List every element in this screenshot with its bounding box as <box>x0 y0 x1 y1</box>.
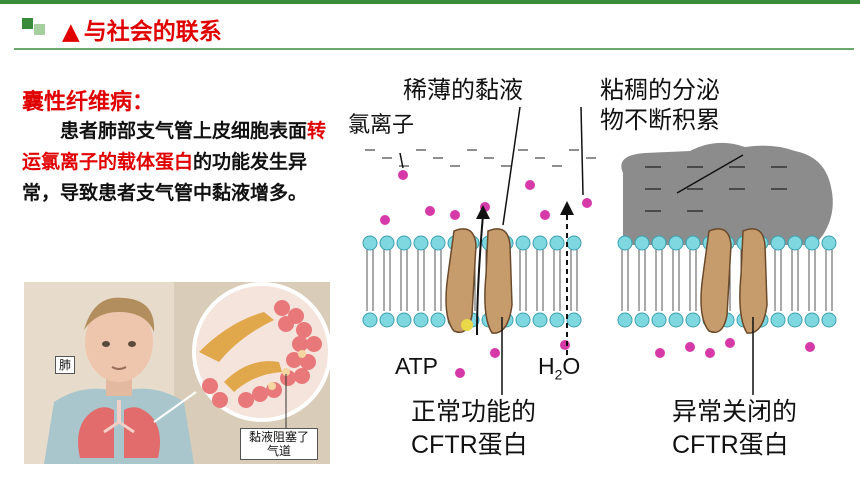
arrow-head <box>560 201 574 215</box>
title-text: 与社会的联系 <box>83 19 222 45</box>
right-membrane-head <box>770 235 786 251</box>
left-membrane-head <box>532 312 548 328</box>
left-membrane-head <box>379 235 395 251</box>
triangle-icon: ▲ <box>62 19 80 45</box>
right-membrane-head <box>821 235 837 251</box>
chloride-ion <box>540 210 550 220</box>
left-membrane-head <box>532 235 548 251</box>
description-paragraph: 患者肺部支气管上皮细胞表面转运氯离子的载体蛋白的功能发生异常，导致患者支气管中黏… <box>22 116 332 209</box>
right-membrane-head <box>804 312 820 328</box>
arrow-head <box>476 205 490 219</box>
left-membrane-head <box>413 312 429 328</box>
right-membrane-head <box>770 312 786 328</box>
chloride-ion <box>380 215 390 225</box>
right-membrane-head <box>804 235 820 251</box>
chloride-ion <box>490 348 500 358</box>
atp-dot <box>461 319 473 331</box>
para-text-a: 患者肺部支气管上皮细胞表面 <box>60 120 308 142</box>
right-membrane-head <box>617 235 633 251</box>
chloride-ion <box>655 348 665 358</box>
top-bar <box>0 0 860 4</box>
left-membrane-head <box>396 235 412 251</box>
left-membrane-head <box>396 312 412 328</box>
abnormal-cftr-line2: CFTR蛋白 <box>672 431 789 459</box>
right-membrane-head <box>821 312 837 328</box>
slide-title: ▲与社会的联系 <box>62 12 222 46</box>
left-membrane-head <box>379 312 395 328</box>
left-membrane-head <box>430 235 446 251</box>
secretion-label-line1: 粘稠的分泌 <box>600 76 720 104</box>
chloride-pointer <box>399 152 404 169</box>
para-text-c: 的功能发生异常，导致患者支气管中黏液增多。 <box>22 151 308 204</box>
chloride-label: 氯离子 <box>348 113 415 138</box>
right-membrane-head <box>685 312 701 328</box>
right-membrane-head <box>787 235 803 251</box>
left-membrane-head <box>566 312 582 328</box>
chloride-ion <box>525 180 535 190</box>
chloride-ion <box>455 368 465 378</box>
abnormal-cftr-line1: 异常关闭的 <box>672 397 798 426</box>
left-membrane-head <box>566 235 582 251</box>
left-membrane-head <box>515 312 531 328</box>
left-membrane-head <box>515 235 531 251</box>
left-membrane-head <box>362 235 378 251</box>
lung-label: 肺 <box>55 356 76 374</box>
chloride-ion <box>725 338 735 348</box>
light-green-square-icon <box>34 24 45 35</box>
normal-cftr-line1: 正常功能的 <box>411 397 537 426</box>
thin-mucus-label: 稀薄的黏液 <box>403 76 523 104</box>
chloride-ion <box>805 342 815 352</box>
chloride-ion <box>582 198 592 208</box>
thin-mucus-pointer <box>502 106 521 226</box>
abnormal-cftr-protein <box>700 228 732 333</box>
right-membrane-head <box>668 235 684 251</box>
secretion-label-line2: 物不断积累 <box>600 106 720 134</box>
right-membrane-head <box>634 235 650 251</box>
left-membrane-head <box>430 312 446 328</box>
right-membrane-head <box>685 235 701 251</box>
normal-cftr-protein <box>484 228 513 334</box>
left-membrane-head <box>413 235 429 251</box>
left-membrane-head <box>362 312 378 328</box>
title-divider <box>14 48 854 50</box>
atp-label: ATP <box>395 353 439 379</box>
mucus-label: 黏液阻塞了气道 <box>240 428 318 460</box>
h2o-label: H2O <box>538 353 581 383</box>
ion-transport-arrow <box>476 214 484 336</box>
right-membrane-head <box>668 312 684 328</box>
chloride-ion <box>425 206 435 216</box>
disease-heading: 囊性纤维病： <box>22 90 155 115</box>
normal-cftr-line2: CFTR蛋白 <box>411 431 528 459</box>
cftr-membrane-diagram <box>362 106 837 395</box>
chloride-ion <box>560 340 570 350</box>
left-membrane-head <box>549 235 565 251</box>
chloride-ion <box>398 170 408 180</box>
chloride-ion <box>450 210 460 220</box>
right-membrane-head <box>617 312 633 328</box>
para-highlight: 转运氯离子的载体蛋白 <box>22 120 327 173</box>
chloride-ion <box>685 342 695 352</box>
right-membrane-head <box>651 235 667 251</box>
chloride-ion <box>705 348 715 358</box>
left-membrane-head <box>549 312 565 328</box>
right-membrane-head <box>634 312 650 328</box>
mucus-accumulation <box>621 142 833 245</box>
green-square-icon <box>22 18 33 29</box>
right-membrane-head <box>787 312 803 328</box>
thin-mucus-pointer <box>580 106 584 196</box>
secretion-pointer <box>676 154 744 194</box>
abnormal-cftr-protein <box>739 228 768 334</box>
right-membrane-head <box>651 312 667 328</box>
